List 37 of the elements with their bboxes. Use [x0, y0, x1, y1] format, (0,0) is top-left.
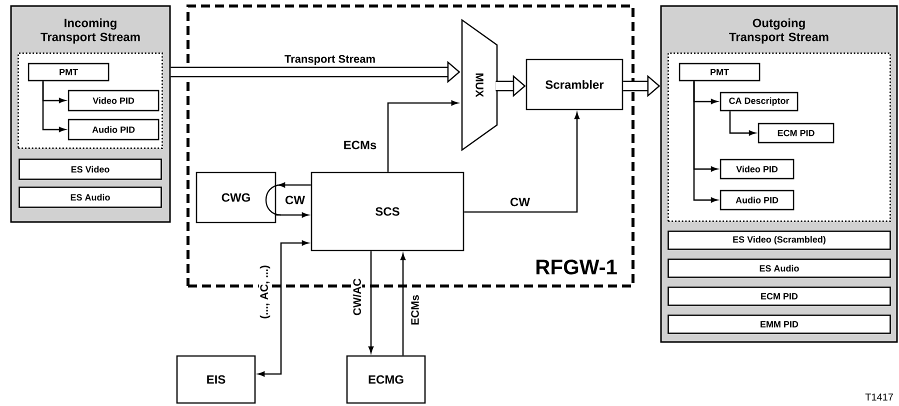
process-box: Audio PID: [720, 190, 794, 210]
edge-label: CW: [509, 196, 531, 208]
process-box: ECMG: [346, 355, 426, 404]
arrow: [693, 81, 718, 203]
arrow: [42, 81, 66, 132]
process-box: CA Descriptor: [720, 92, 798, 112]
process-box: PMT: [678, 62, 760, 82]
arrow: [258, 240, 308, 377]
process-box: EIS: [176, 355, 256, 404]
process-box: Video PID: [720, 158, 794, 180]
edge-label: CW/AC: [352, 277, 362, 317]
arrow: [368, 251, 374, 353]
edge-label: ECMs: [410, 294, 420, 326]
arrow: [400, 253, 406, 356]
arrow: [729, 111, 756, 136]
arrow: [278, 182, 311, 188]
process-box: Scrambler: [526, 58, 624, 110]
edge-label: ECMs: [342, 140, 378, 150]
process-box: ES Video: [18, 158, 162, 180]
figure-number: T1417: [865, 394, 893, 400]
process-box: ECM PID: [668, 286, 891, 306]
process-box: EMM PID: [668, 314, 891, 334]
process-box: ES Audio: [668, 258, 891, 278]
arrow: [276, 212, 308, 218]
process-box: PMT: [28, 62, 110, 82]
edge-label: CW: [284, 194, 306, 206]
process-box: Audio PID: [68, 118, 160, 140]
edge-label: (..., AC, ...): [258, 264, 272, 320]
arrow: [387, 100, 458, 172]
process-box: ECM PID: [758, 122, 834, 144]
process-box: ES Video (Scrambled): [668, 230, 891, 250]
arrow: [464, 112, 580, 213]
process-box: ES Audio: [18, 186, 162, 208]
edge-label: Transport Stream: [283, 54, 377, 66]
process-box: CWG: [196, 172, 282, 224]
process-box: Video PID: [68, 90, 160, 112]
process-box: SCS: [310, 172, 464, 252]
